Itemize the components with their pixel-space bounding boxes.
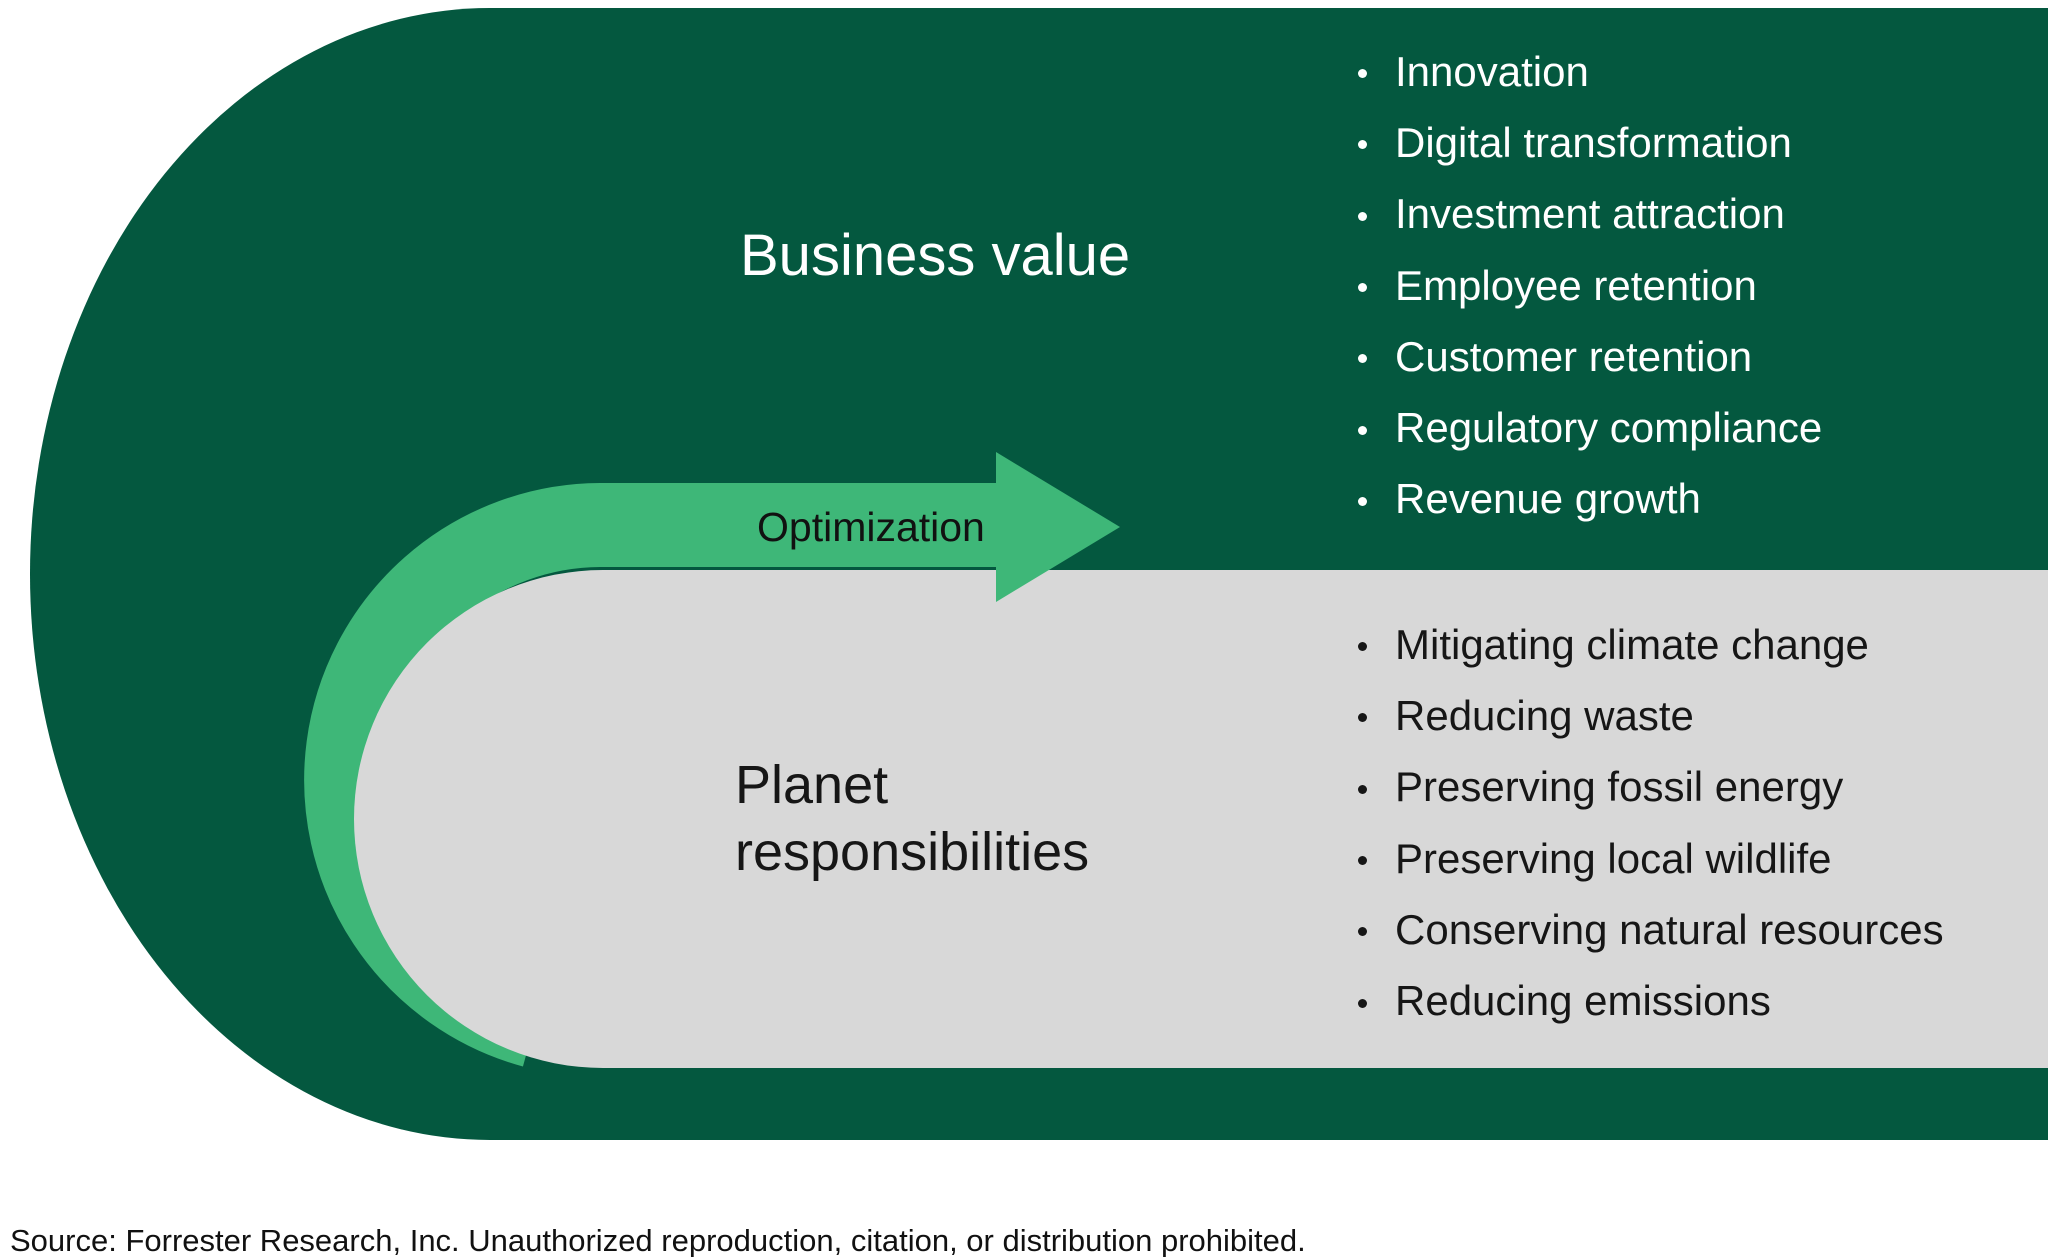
bullet-icon xyxy=(1358,713,1367,723)
bullet-icon xyxy=(1358,856,1367,866)
list-item-label: Digital transformation xyxy=(1395,118,1792,166)
list-item: Preserving fossil energy xyxy=(1358,752,1944,823)
bullet-icon xyxy=(1358,642,1367,652)
list-item: Digital transformation xyxy=(1358,107,1822,178)
list-item-label: Preserving fossil energy xyxy=(1395,763,1844,811)
bullet-icon xyxy=(1358,283,1367,293)
source-text: Source: Forrester Research, Inc. Unautho… xyxy=(10,1223,1306,1257)
business-value-title: Business value xyxy=(740,223,1131,288)
planet-responsibilities-title: Planet responsibilities xyxy=(735,755,1090,882)
bullet-icon xyxy=(1358,354,1367,364)
bullet-icon xyxy=(1358,784,1367,794)
list-item: Preserving local wildlife xyxy=(1358,823,1944,894)
optimization-label: Optimization xyxy=(757,504,985,550)
business-value-list: Innovation Digital transformation Invest… xyxy=(1358,36,1822,535)
bullet-icon xyxy=(1358,496,1367,506)
arrowhead-icon xyxy=(996,452,1120,602)
list-item: Innovation xyxy=(1358,36,1822,107)
bullet-icon xyxy=(1358,69,1367,79)
list-item: Conserving natural resources xyxy=(1358,894,1944,965)
list-item: Regulatory compliance xyxy=(1358,392,1822,463)
list-item-label: Conserving natural resources xyxy=(1395,905,1944,953)
planet-responsibilities-region xyxy=(354,570,2048,1068)
list-item-label: Reducing waste xyxy=(1395,691,1694,739)
list-item: Reducing emissions xyxy=(1358,965,1944,1036)
list-item-label: Customer retention xyxy=(1395,332,1753,380)
list-item-label: Reducing emissions xyxy=(1395,977,1771,1025)
list-item: Mitigating climate change xyxy=(1358,609,1944,680)
list-item-label: Mitigating climate change xyxy=(1395,620,1869,668)
list-item: Customer retention xyxy=(1358,321,1822,392)
list-item-label: Revenue growth xyxy=(1395,475,1701,523)
list-item-label: Innovation xyxy=(1395,47,1589,95)
list-item-label: Regulatory compliance xyxy=(1395,404,1823,452)
bullet-icon xyxy=(1358,211,1367,221)
list-item: Investment attraction xyxy=(1358,179,1822,250)
bullet-icon xyxy=(1358,927,1367,937)
list-item: Reducing waste xyxy=(1358,680,1944,751)
list-item: Revenue growth xyxy=(1358,464,1822,535)
list-item-label: Employee retention xyxy=(1395,261,1757,309)
bullet-icon xyxy=(1358,998,1367,1008)
list-item-label: Investment attraction xyxy=(1395,190,1785,238)
bullet-icon xyxy=(1358,425,1367,435)
planet-responsibilities-list: Mitigating climate change Reducing waste… xyxy=(1358,609,1944,1037)
bullet-icon xyxy=(1358,140,1367,150)
list-item: Employee retention xyxy=(1358,250,1822,321)
list-item-label: Preserving local wildlife xyxy=(1395,834,1832,882)
